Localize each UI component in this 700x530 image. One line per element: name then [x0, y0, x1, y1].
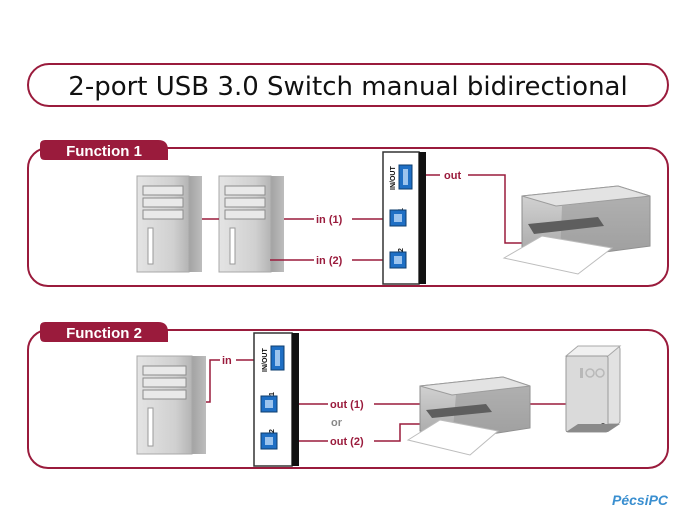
page-title: 2-port USB 3.0 Switch manual bidirection… [68, 72, 627, 102]
out-1-label: out (1) [330, 399, 364, 411]
switch2-inout-label: IN/OUT [262, 348, 269, 372]
function2-panel: Function 2 in out (1) or out (2) [27, 322, 669, 469]
function2-tab [40, 322, 168, 342]
function1-cables [202, 174, 522, 261]
function2-tab-label: Function 2 [66, 325, 142, 342]
out-2-label: out (2) [330, 436, 364, 448]
usb-switch-2: IN/OUT 1 2 [253, 332, 299, 467]
watermark-logo: PécsiPC [612, 492, 669, 508]
switch2-port1-label: 1 [269, 392, 276, 396]
out-label: out [444, 170, 461, 182]
or-label: or [331, 417, 343, 429]
computer-tower-1 [136, 175, 202, 273]
watermark-brand: PécsiPC [612, 492, 669, 508]
usb-switch-1: IN/OUT 1 2 [382, 151, 426, 285]
in-2-label: in (2) [316, 255, 343, 267]
switch2-port2-label: 2 [269, 429, 276, 433]
in-label: in [222, 355, 232, 367]
function1-panel: Function 1 in (1 [27, 140, 669, 287]
printer-1 [502, 185, 651, 275]
computer-tower-3 [136, 355, 206, 455]
function1-tab-label: Function 1 [66, 143, 142, 160]
switch1-inout-label: IN/OUT [390, 166, 397, 190]
printer-2 [406, 376, 531, 456]
function1-tab [40, 140, 168, 160]
title-box: 2-port USB 3.0 Switch manual bidirection… [27, 63, 669, 107]
switch1-port2-label: 2 [398, 248, 405, 252]
in-1-label: in (1) [316, 214, 343, 226]
external-hard-drive [564, 345, 622, 433]
computer-tower-2 [218, 175, 284, 273]
